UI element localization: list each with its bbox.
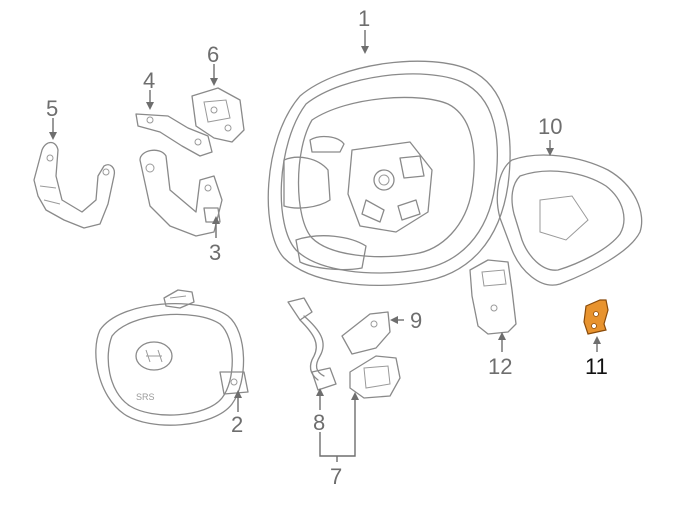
part-cable-harness-8[interactable]: [287, 297, 337, 391]
part-switch-block-6[interactable]: [191, 87, 245, 143]
part-switch-cover-7[interactable]: [349, 355, 401, 399]
part-bracket-3[interactable]: [139, 149, 223, 237]
callout-12: 12: [488, 354, 512, 379]
callout-9: 9: [410, 308, 422, 333]
callout-11: 11: [585, 354, 608, 379]
callout-8: 8: [313, 410, 325, 435]
part-harness-frame-5[interactable]: [33, 141, 116, 229]
part-lower-cover-10[interactable]: [496, 154, 643, 286]
callout-4: 4: [143, 68, 155, 93]
callout-10: 10: [538, 114, 562, 139]
part-control-unit-12[interactable]: [469, 259, 517, 335]
part-bracket-11[interactable]: [583, 299, 609, 335]
callout-1: 1: [358, 6, 370, 31]
callout-3: 3: [209, 240, 221, 265]
svg-text:SRS: SRS: [136, 392, 155, 402]
callout-6: 6: [207, 42, 219, 67]
callout-labels: 1 2 3 4 5 6 7 8 9 10 11 12: [46, 6, 608, 489]
callout-5: 5: [46, 96, 58, 121]
leader-lines: [49, 30, 601, 462]
part-steering-wheel[interactable]: [267, 60, 511, 286]
part-bracket-4[interactable]: [135, 113, 213, 157]
callout-2: 2: [231, 412, 243, 437]
part-airbag-module[interactable]: SRS: [95, 289, 249, 426]
callout-7: 7: [330, 464, 342, 489]
part-bracket-9[interactable]: [341, 311, 391, 355]
